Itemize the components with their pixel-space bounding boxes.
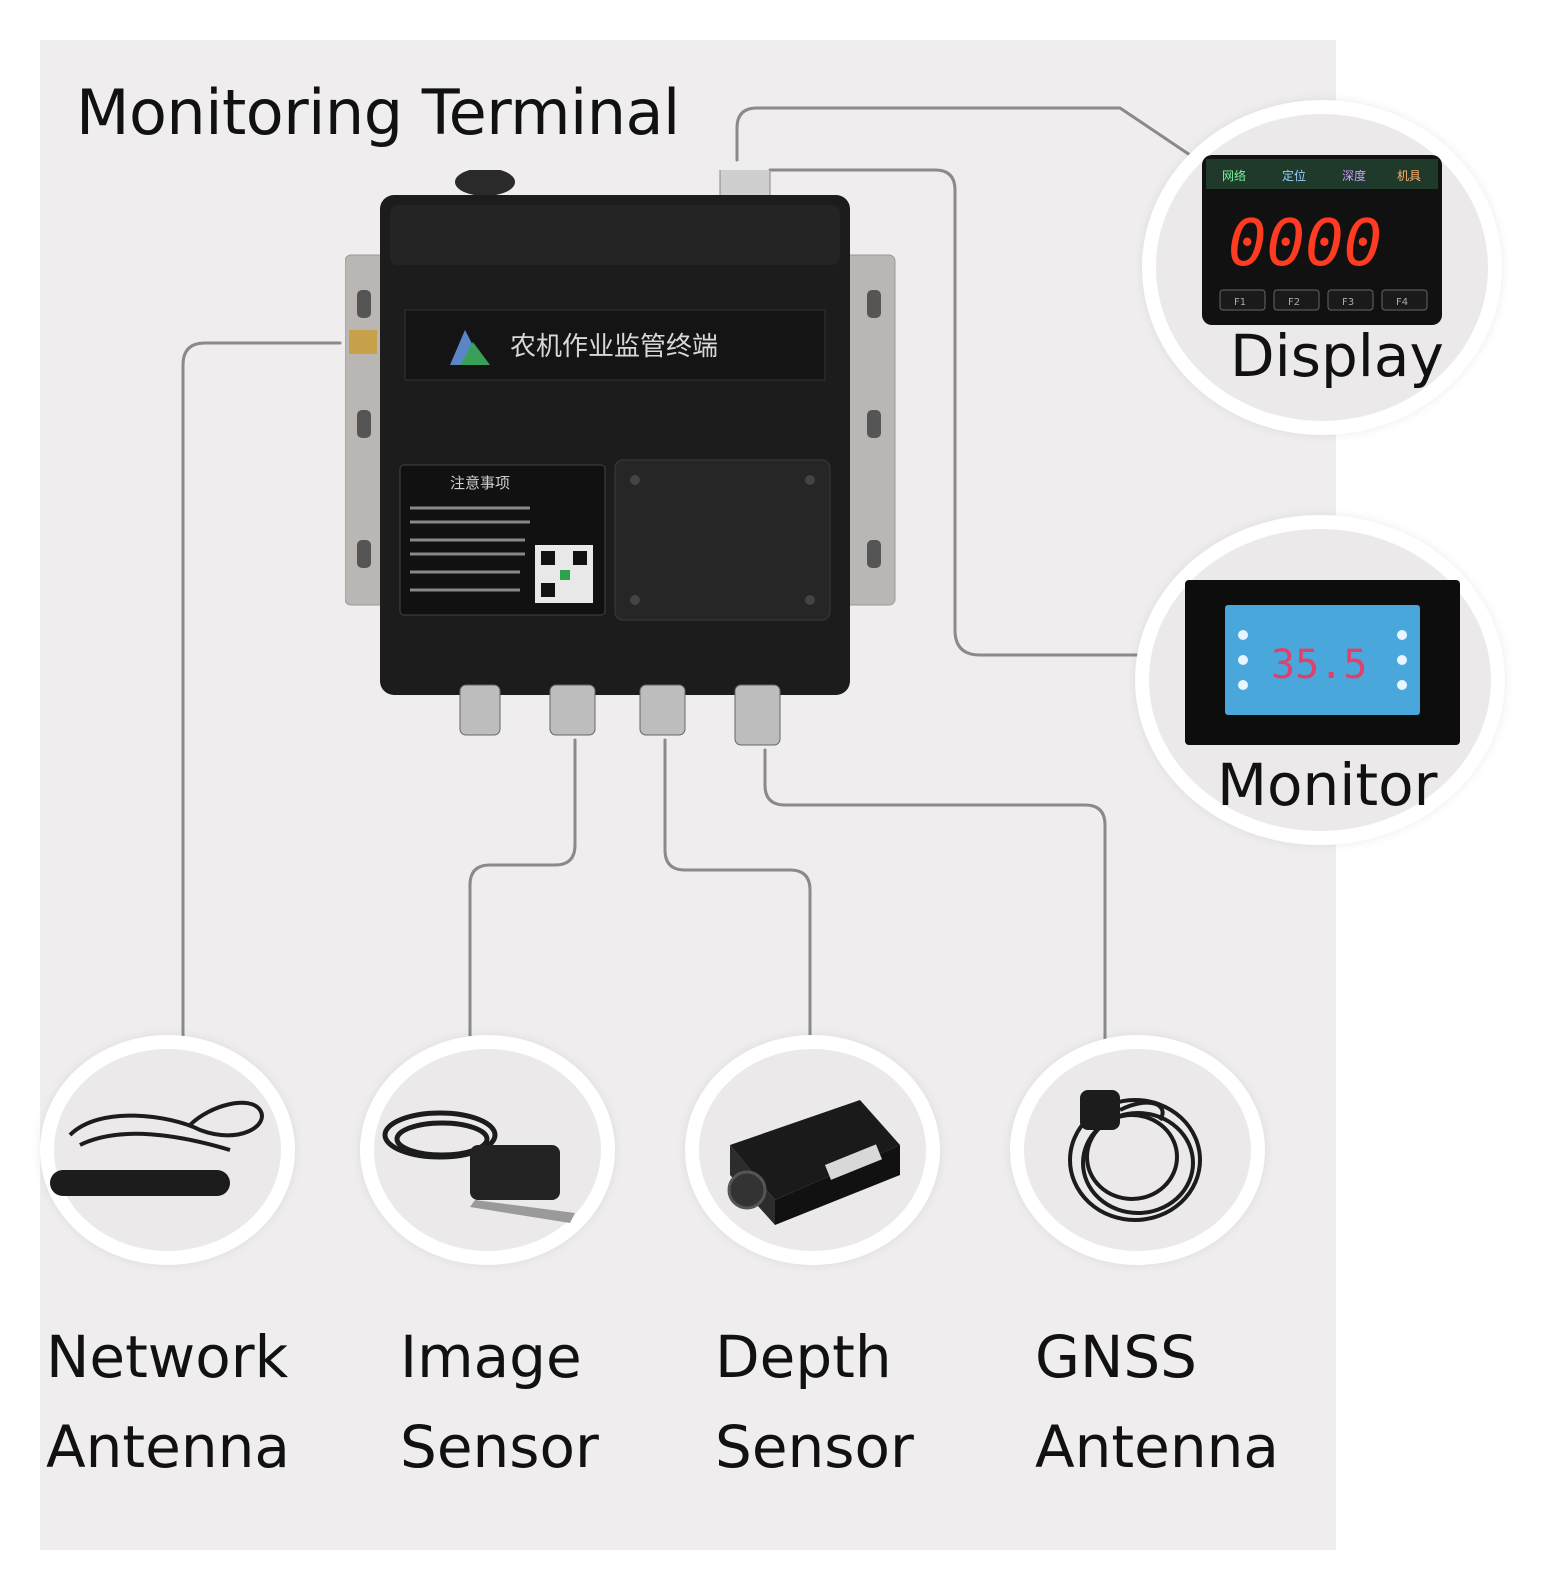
display-device: 网络 定位 深度 机具 0000 F1 F2 F3 F4 [1202, 155, 1442, 325]
diagram-title: Monitoring Terminal [76, 76, 680, 149]
wire-gnss-antenna [763, 748, 1107, 1047]
bottom-connector-2 [549, 684, 596, 736]
indicator-implement: 机具 [1397, 169, 1421, 183]
network-antenna-label: Network Antenna [46, 1312, 290, 1492]
display-readout: 0000 [1228, 207, 1382, 281]
monitor-label: Monitor [1217, 751, 1438, 819]
network-antenna-label-line2: Antenna [46, 1413, 290, 1481]
brand-text: 农机作业监管终端 [510, 332, 718, 362]
display-button-f1: F1 [1234, 297, 1246, 308]
gnss-antenna-circle [1010, 1035, 1265, 1265]
monitor-circle: 35.5 Monitor [1135, 515, 1505, 845]
display-circle: 网络 定位 深度 机具 0000 F1 F2 F3 F4 Display [1142, 100, 1502, 435]
notice-title: 注意事项 [450, 474, 510, 492]
bottom-connector-4 [734, 684, 781, 746]
monitor-device: 35.5 [1185, 580, 1460, 745]
display-button-f3: F3 [1342, 297, 1354, 308]
monitoring-terminal-device: 农机作业监管终端 注意事项 [345, 170, 896, 746]
image-sensor-circle [360, 1035, 615, 1265]
depth-sensor-image [727, 1100, 900, 1225]
indicator-network: 网络 [1222, 168, 1246, 183]
gnss-antenna-image [1068, 1090, 1202, 1222]
cover-plate [614, 459, 831, 621]
depth-sensor-label-line1: Depth [715, 1323, 892, 1391]
bottom-connector-3 [639, 684, 686, 736]
image-sensor-label-line1: Image [400, 1323, 582, 1391]
image-sensor-label: Image Sensor [400, 1312, 599, 1492]
wire-image-sensor [468, 738, 577, 1047]
bottom-connector-1 [459, 684, 501, 736]
wire-depth-sensor [663, 738, 812, 1047]
wire-display [735, 106, 1192, 162]
depth-sensor-circle [685, 1035, 940, 1265]
network-antenna-image [50, 1100, 264, 1196]
image-sensor-label-line2: Sensor [400, 1413, 599, 1481]
gnss-antenna-label-line2: Antenna [1035, 1413, 1279, 1481]
gnss-antenna-label-line1: GNSS [1035, 1323, 1197, 1391]
display-button-f4: F4 [1396, 297, 1408, 308]
indicator-position: 定位 [1282, 168, 1306, 183]
depth-sensor-label: Depth Sensor [715, 1312, 914, 1492]
network-antenna-label-line1: Network [46, 1323, 289, 1391]
monitor-readout: 35.5 [1271, 642, 1367, 688]
depth-sensor-label-line2: Sensor [715, 1413, 914, 1481]
network-antenna-circle [40, 1035, 295, 1265]
gnss-antenna-label: GNSS Antenna [1035, 1312, 1279, 1492]
indicator-depth: 深度 [1342, 168, 1366, 183]
antenna-port [349, 330, 377, 354]
image-sensor-image [382, 1110, 575, 1223]
wire-monitor [768, 168, 1147, 657]
display-button-f2: F2 [1288, 297, 1300, 308]
wire-network-antenna [181, 341, 342, 1047]
display-label: Display [1230, 322, 1444, 390]
